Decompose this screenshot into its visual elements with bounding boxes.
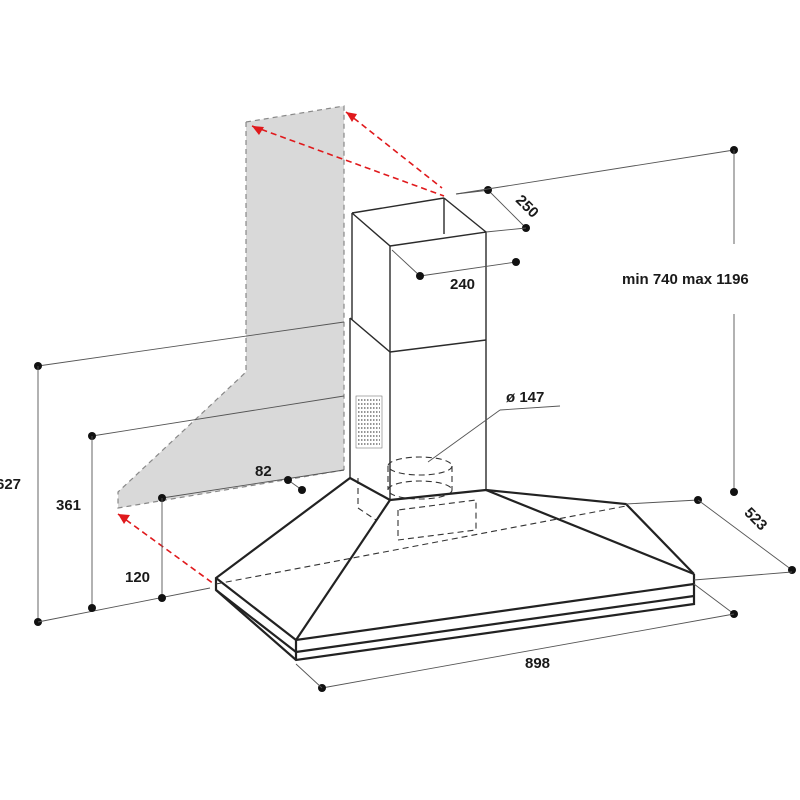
label-base-height: 120 bbox=[125, 569, 150, 586]
upper-chimney bbox=[351, 197, 487, 352]
hood-body bbox=[214, 477, 696, 662]
dimension-lines bbox=[34, 146, 796, 692]
red-alignment-arrows bbox=[117, 111, 445, 585]
wall-outline bbox=[117, 105, 345, 509]
vent-grille bbox=[355, 395, 383, 449]
label-total-height: 627 bbox=[0, 476, 21, 493]
label-chimney-width: 240 bbox=[450, 276, 475, 293]
label-height-range: min 740 max 1196 bbox=[622, 271, 749, 288]
label-hood-width: 898 bbox=[525, 655, 550, 672]
lower-chimney bbox=[349, 317, 487, 500]
label-hood-depth: 523 bbox=[741, 504, 771, 534]
label-body-height: 361 bbox=[56, 497, 81, 514]
duct-outlet bbox=[357, 456, 477, 541]
label-duct-diameter: ø 147 bbox=[506, 389, 544, 406]
label-duct-offset: 82 bbox=[255, 463, 272, 480]
label-chimney-depth: 250 bbox=[512, 192, 542, 222]
